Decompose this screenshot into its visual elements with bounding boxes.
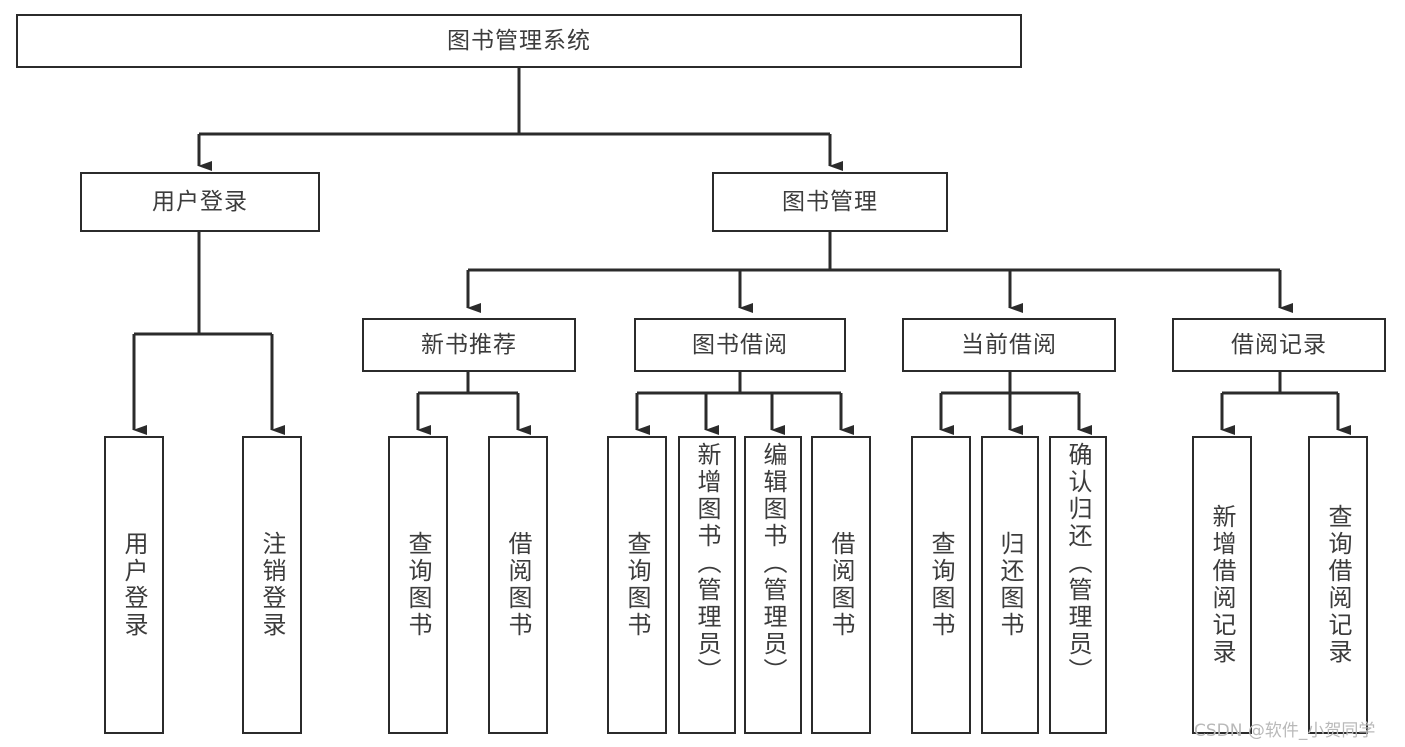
leaf-new-book-borrow-book[interactable]: 借阅图书 [488,436,548,734]
leaf-borrow-record-query-record[interactable]: 查询借阅记录 [1308,436,1368,734]
leaf-new-book-query-book[interactable]: 查询图书 [388,436,448,734]
node-new-book-recommend[interactable]: 新书推荐 [362,318,576,372]
node-book-borrow[interactable]: 图书借阅 [634,318,846,372]
node-label: 图书管理系统 [447,27,591,54]
node-label: 借阅图书 [504,531,532,639]
node-label: 归还图书 [996,531,1024,639]
node-root-book-management-system[interactable]: 图书管理系统 [16,14,1022,68]
node-label: 用户登录 [120,531,148,639]
leaf-current-borrow-confirm-return-admin[interactable]: 确认归还（管理员） [1049,436,1107,734]
node-label: 借阅记录 [1231,331,1327,358]
node-label: 注销登录 [258,531,286,639]
leaf-user-login-logout[interactable]: 注销登录 [242,436,302,734]
leaf-book-borrow-edit-book-admin[interactable]: 编辑图书（管理员） [744,436,802,734]
leaf-book-borrow-query-book[interactable]: 查询图书 [607,436,667,734]
node-current-borrow[interactable]: 当前借阅 [902,318,1116,372]
node-label: 借阅图书 [827,531,855,639]
node-label: 查询借阅记录 [1324,504,1352,666]
node-label: 图书管理 [782,188,878,215]
node-label: 当前借阅 [961,331,1057,358]
node-label: 新增图书（管理员） [693,442,721,685]
node-label: 查询图书 [404,531,432,639]
node-label: 查询图书 [927,531,955,639]
leaf-book-borrow-borrow-book[interactable]: 借阅图书 [811,436,871,734]
node-label: 新书推荐 [421,331,517,358]
node-book-management[interactable]: 图书管理 [712,172,948,232]
csdn-watermark: CSDN @软件_小贺同学 [1194,721,1376,741]
node-label: 用户登录 [152,188,248,215]
node-label: 查询图书 [623,531,651,639]
leaf-current-borrow-query-book[interactable]: 查询图书 [911,436,971,734]
leaf-user-login-login[interactable]: 用户登录 [104,436,164,734]
leaf-book-borrow-add-book-admin[interactable]: 新增图书（管理员） [678,436,736,734]
node-label: 确认归还（管理员） [1064,442,1092,685]
node-borrow-record[interactable]: 借阅记录 [1172,318,1386,372]
leaf-current-borrow-return-book[interactable]: 归还图书 [981,436,1039,734]
node-label: 图书借阅 [692,331,788,358]
node-label: 编辑图书（管理员） [759,442,787,685]
node-user-login[interactable]: 用户登录 [80,172,320,232]
node-label: 新增借阅记录 [1208,504,1236,666]
leaf-borrow-record-add-record[interactable]: 新增借阅记录 [1192,436,1252,734]
